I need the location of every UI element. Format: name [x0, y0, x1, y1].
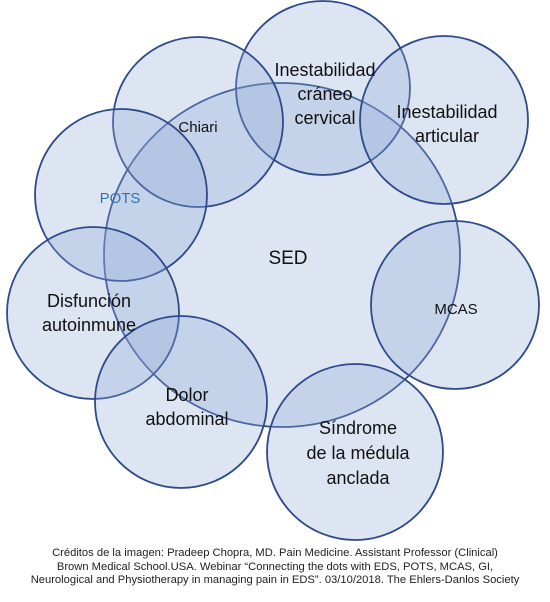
circle-pots	[34, 108, 208, 282]
label-dolor-abdominal-line1: Dolor	[165, 385, 208, 405]
label-disfuncion-autoinmune-line1: Disfunción	[47, 291, 131, 311]
label-inestabilidad-articular-line1: Inestabilidad	[396, 102, 497, 122]
center-label: SED	[268, 248, 307, 269]
label-sindrome-medula-anclada-line3: anclada	[326, 468, 390, 488]
label-mcas: MCAS	[434, 301, 477, 318]
label-inestabilidad-craneo-cervical-line3: cervical	[294, 108, 355, 128]
label-inestabilidad-articular-line2: articular	[415, 126, 479, 146]
diagram: SED Inestabilidad cráneo cervical Inesta…	[6, 0, 540, 541]
label-chiari: Chiari	[178, 119, 217, 136]
label-pots: POTS	[100, 190, 141, 207]
circle-mcas	[370, 220, 540, 390]
circle-inestabilidad-articular	[359, 35, 529, 205]
label-inestabilidad-craneo-cervical-line2: cráneo	[297, 84, 352, 104]
label-dolor-abdominal-line2: abdominal	[145, 409, 228, 429]
credits-line-3: Neurological and Physiotherapy in managi…	[30, 574, 520, 586]
image-credits: Créditos de la imagen: Pradeep Chopra, M…	[0, 547, 550, 588]
label-disfuncion-autoinmune-line2: autoinmune	[42, 315, 136, 335]
label-sindrome-medula-anclada-line2: de la médula	[306, 443, 410, 463]
label-inestabilidad-craneo-cervical-line1: Inestabilidad	[274, 60, 375, 80]
label-sindrome-medula-anclada-line1: Síndrome	[319, 418, 397, 438]
sed-ellipse	[103, 82, 461, 428]
circle-disfuncion-autoinmune	[6, 226, 180, 400]
credits-line-2: Brown Medical School.USA. Webinar “Conne…	[56, 560, 494, 573]
circle-dolor-abdominal	[94, 315, 268, 489]
circle-sindrome-medula-anclada	[266, 363, 444, 541]
circle-chiari	[112, 36, 284, 208]
circle-inestabilidad-craneo-cervical	[235, 0, 411, 176]
credits-line-1: Créditos de la imagen: Pradeep Chopra, M…	[52, 547, 498, 559]
